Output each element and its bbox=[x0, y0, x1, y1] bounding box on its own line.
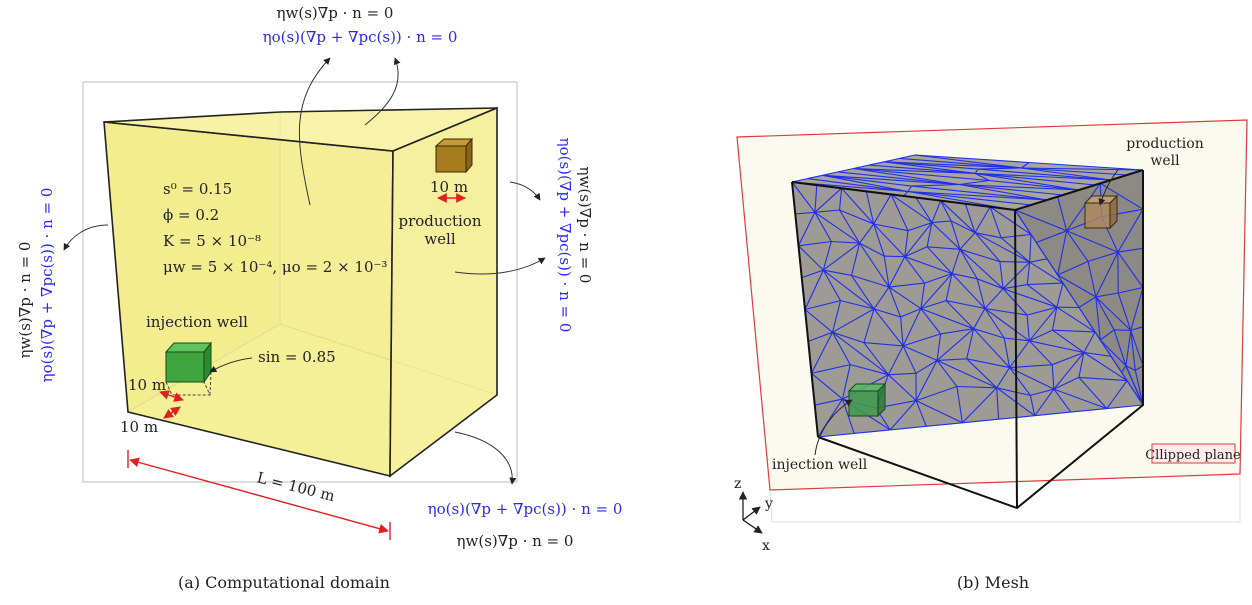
axis-y-label: y bbox=[764, 496, 773, 512]
production-well-label-2: well bbox=[424, 230, 456, 248]
mesh-production-label-1: production bbox=[1126, 136, 1203, 152]
axis-x-label: x bbox=[762, 538, 770, 554]
production-well-cube bbox=[436, 139, 472, 172]
top-bc-water: ηw(s)∇p · n = 0 bbox=[277, 4, 394, 22]
left-bc-arrow bbox=[64, 225, 108, 250]
axis-z-label: z bbox=[734, 476, 741, 492]
right-bc-oil: ηo(s)(∇p + ∇pc(s)) · n = 0 bbox=[556, 138, 574, 333]
right-bc-arrow-top bbox=[510, 182, 540, 200]
top-bc-oil: ηo(s)(∇p + ∇pc(s)) · n = 0 bbox=[263, 28, 458, 46]
production-well-label-1: production bbox=[399, 212, 482, 230]
param-initial-saturation: s⁰ = 0.15 bbox=[163, 180, 232, 198]
production-well-size: 10 m bbox=[430, 178, 468, 196]
mesh-injection-well bbox=[849, 384, 885, 416]
mesh-panel: production well injection well Cllipped … bbox=[734, 120, 1247, 592]
clipped-plane-label: Cllipped plane bbox=[1145, 448, 1241, 463]
mesh-edge bbox=[1114, 330, 1131, 331]
injection-well-size-b: 10 m bbox=[120, 418, 158, 436]
param-porosity: ϕ = 0.2 bbox=[163, 206, 219, 224]
injection-saturation-label: sin = 0.85 bbox=[258, 348, 336, 366]
param-permeability: K = 5 × 10⁻⁸ bbox=[163, 232, 261, 250]
bottom-bc-water: ηw(s)∇p · n = 0 bbox=[457, 532, 574, 550]
param-viscosities: μw = 5 × 10⁻⁴, μo = 2 × 10⁻³ bbox=[163, 258, 387, 276]
mesh-production-label-2: well bbox=[1150, 153, 1180, 169]
computational-domain-panel: ηw(s)∇p · n = 0 ηo(s)(∇p + ∇pc(s)) · n =… bbox=[16, 4, 622, 592]
bottom-bc-oil: ηo(s)(∇p + ∇pc(s)) · n = 0 bbox=[428, 500, 623, 518]
mesh-edge bbox=[884, 256, 905, 257]
left-bc-water: ηw(s)∇p · n = 0 bbox=[16, 242, 34, 359]
axes-triad bbox=[743, 492, 762, 533]
bottom-bc-arrow bbox=[455, 432, 512, 484]
right-bc-water: ηw(s)∇p · n = 0 bbox=[576, 167, 594, 284]
domain-length-label: L = 100 m bbox=[255, 468, 337, 505]
caption-right: (b) Mesh bbox=[957, 573, 1029, 592]
mesh-injection-label: injection well bbox=[772, 457, 868, 473]
injection-well-size-a: 10 m bbox=[128, 376, 166, 394]
caption-left: (a) Computational domain bbox=[178, 573, 390, 592]
injection-well-label: injection well bbox=[146, 313, 248, 331]
left-bc-oil: ηo(s)(∇p + ∇pc(s)) · n = 0 bbox=[38, 188, 56, 383]
